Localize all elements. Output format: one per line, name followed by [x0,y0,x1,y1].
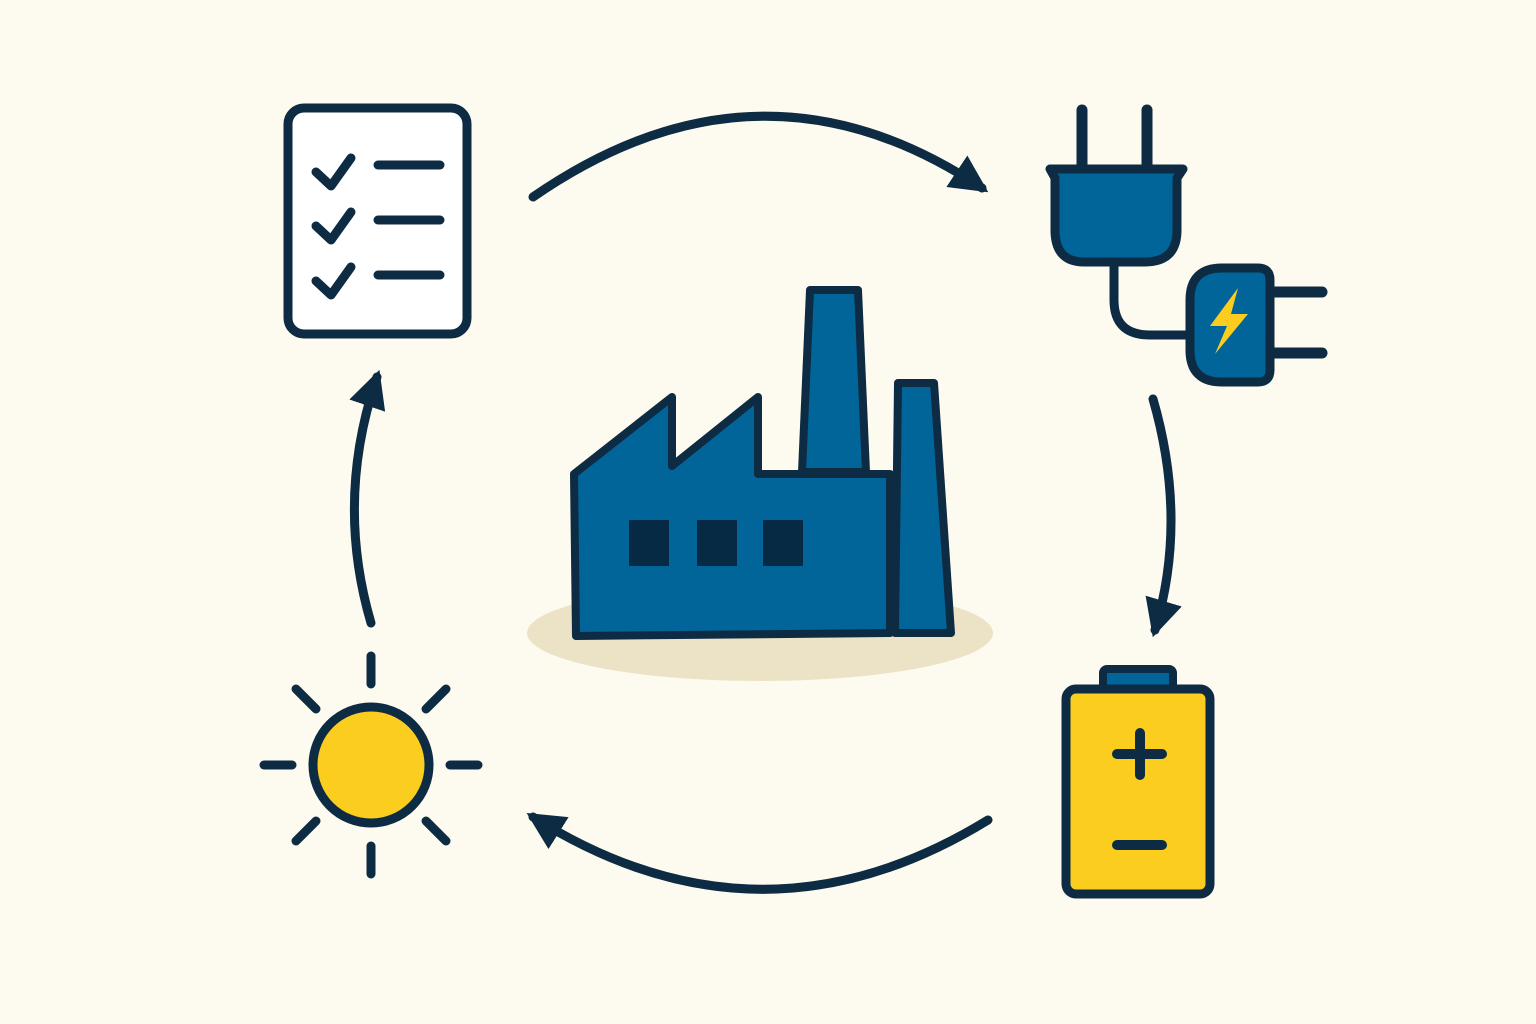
battery-body [1061,684,1215,899]
arrow-checklist-to-plug [528,111,989,202]
checkmark-icon [311,153,356,191]
arrow-plug-to-battery [1145,394,1182,638]
power-plug-icon [1045,104,1328,387]
factory-icon [527,286,993,681]
arrow-battery-to-sun [526,812,993,894]
checkmark-icon [311,207,356,245]
factory-window [763,520,803,566]
factory-tower [891,379,955,637]
battery-icon [1061,665,1215,899]
factory-window [629,520,669,566]
checkmark-icon [311,262,356,300]
chimney-tall [798,286,870,476]
sun-icon [259,651,483,879]
lightning-bolt-icon [1210,288,1248,354]
checklist-icon [283,103,472,339]
factory-building [570,393,894,640]
arrow-sun-to-checklist [349,369,386,628]
cycle-arrows [349,111,1182,894]
factory-window [697,520,737,566]
